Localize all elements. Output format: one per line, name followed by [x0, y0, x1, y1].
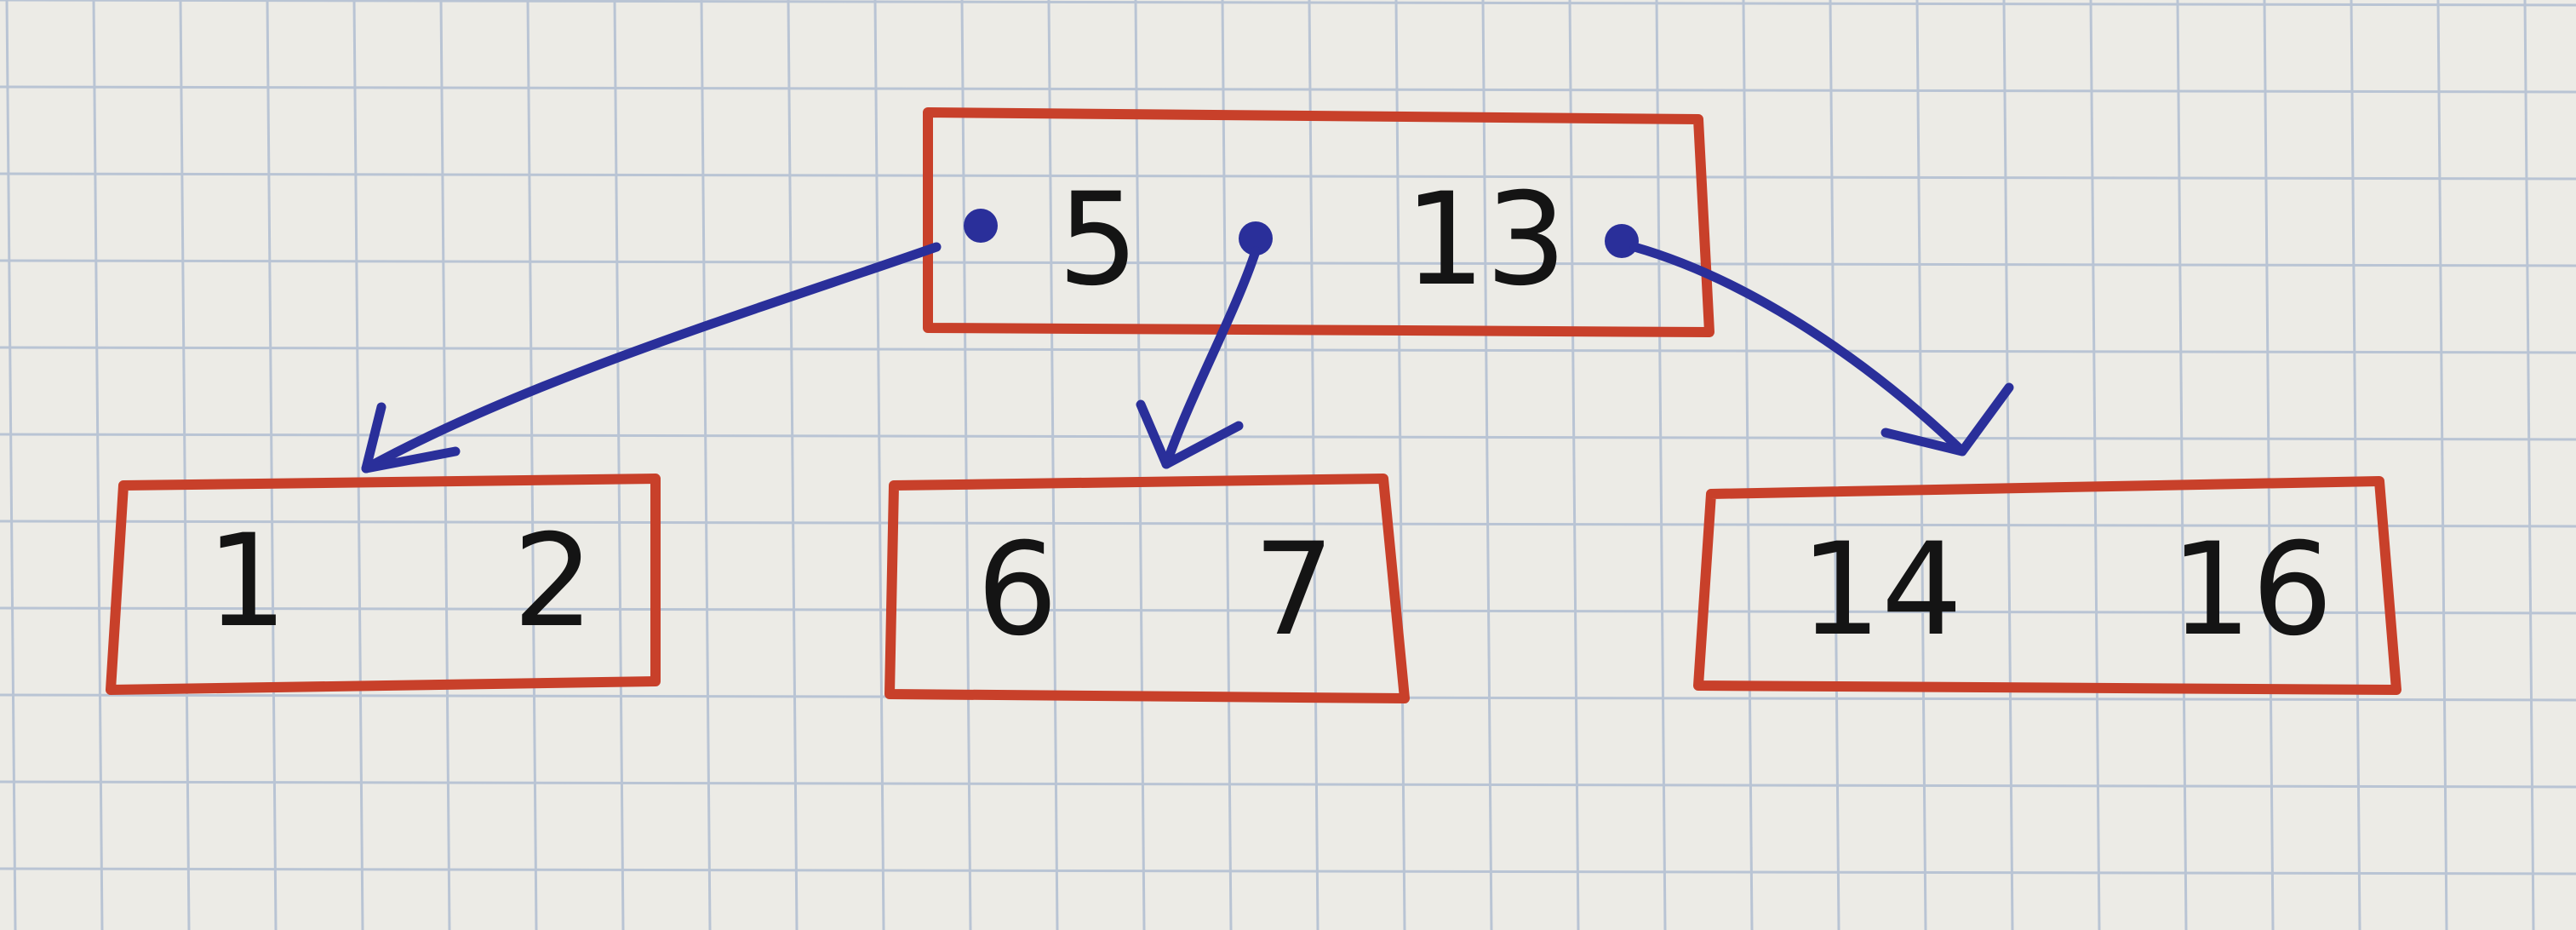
grid-line-horizontal: [0, 172, 2576, 181]
grid-line-horizontal: [0, 606, 2576, 615]
arrow-to-left-child: [361, 242, 942, 474]
grid-line-horizontal: [0, 85, 2576, 94]
root-node: 5 13: [923, 107, 1714, 337]
grid-line-horizontal: [0, 780, 2576, 789]
grid-line-horizontal: [0, 346, 2576, 354]
grid-line-vertical: [960, 0, 972, 930]
grid-line-vertical: [1047, 0, 1059, 930]
root-pointer-middle-dot: [1239, 221, 1273, 255]
grid-line-vertical: [2436, 0, 2448, 930]
pointer-arrows: [361, 242, 2014, 474]
grid-line-vertical: [2089, 0, 2101, 930]
child-node-1-2: 1 2: [106, 474, 661, 695]
child-key-2: 2: [512, 508, 593, 656]
grid-line-vertical: [266, 0, 278, 930]
grid-line-vertical: [2523, 0, 2535, 930]
grid-line-vertical: [1742, 0, 1754, 930]
grid-line-horizontal: [0, 520, 2576, 528]
grid-line-vertical: [1134, 0, 1146, 930]
child-node-14-16: 14 16: [1693, 476, 2401, 695]
child-node-14-16-box: [1693, 476, 2401, 695]
root-node-box: [923, 107, 1714, 337]
grid-line-vertical: [179, 0, 191, 930]
grid-line-vertical: [1308, 0, 1319, 930]
grid-line-vertical: [2263, 0, 2275, 930]
child-key-6: 6: [976, 516, 1057, 664]
grid-line-vertical: [1481, 0, 1493, 930]
grid-line-vertical: [2350, 0, 2361, 930]
arrowhead-right-child: [1880, 382, 2014, 456]
grid-line-vertical: [1915, 0, 1927, 930]
child-node-1-2-box: [106, 474, 661, 695]
child-node-6-7-box: [884, 474, 1410, 703]
grid-line-vertical: [787, 0, 799, 930]
grid-line-vertical: [1829, 0, 1840, 930]
grid-line-vertical: [5, 0, 17, 930]
grid-line-vertical: [526, 0, 538, 930]
root-key-5: 5: [1057, 166, 1138, 314]
child-key-7: 7: [1253, 516, 1334, 664]
grid-line-vertical: [613, 0, 625, 930]
grid-line-vertical: [1655, 0, 1667, 930]
root-pointer-right-dot: [1605, 224, 1639, 258]
grid-line-vertical: [1568, 0, 1580, 930]
grid-line-vertical: [1394, 0, 1406, 930]
root-pointer-left-dot: [964, 209, 998, 243]
arrowhead-middle-child: [1136, 399, 1244, 469]
grid-line-horizontal: [0, 0, 2576, 7]
grid-line-vertical: [92, 0, 104, 930]
grid-line-horizontal: [0, 259, 2576, 267]
child-key-14: 14: [1800, 516, 1963, 664]
child-key-1: 1: [206, 508, 287, 656]
arrowhead-left-child: [361, 402, 461, 474]
arrow-to-middle-child: [1161, 246, 1261, 469]
grid-line-horizontal: [0, 867, 2576, 875]
child-node-6-7: 6 7: [884, 474, 1410, 703]
grid-line-vertical: [439, 0, 451, 930]
grid-line-vertical: [1221, 0, 1233, 930]
grid-line-vertical: [700, 0, 712, 930]
grid-line-vertical: [2176, 0, 2188, 930]
root-key-13: 13: [1405, 166, 1567, 314]
child-key-16: 16: [2171, 516, 2333, 664]
grid-line-vertical: [2002, 0, 2014, 930]
arrow-to-right-child: [1629, 242, 1963, 452]
grid-line-vertical: [352, 0, 364, 930]
grid-line-vertical: [873, 0, 885, 930]
